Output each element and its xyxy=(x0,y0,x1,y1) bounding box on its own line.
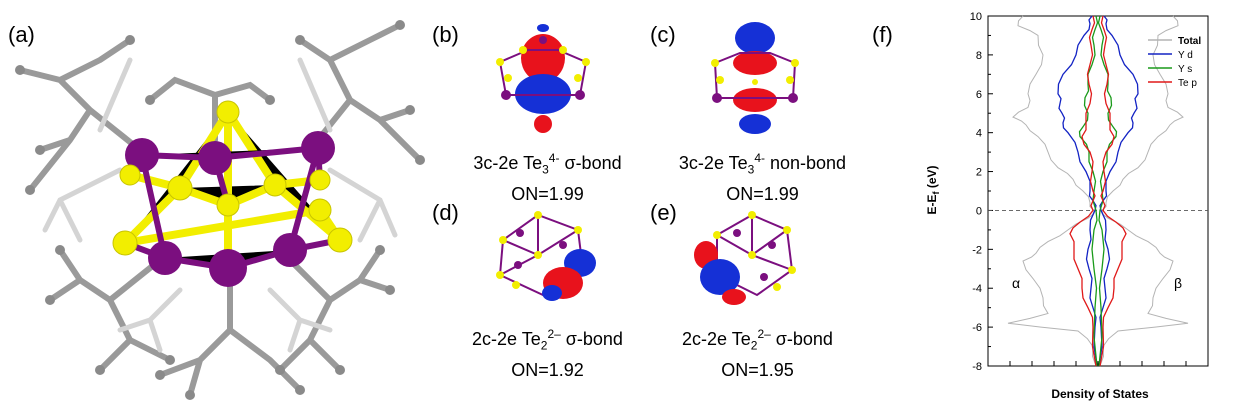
caption-b: 3c-2e Te34- σ-bond ON=1.99 xyxy=(450,146,645,206)
panel-label-d: (d) xyxy=(432,200,459,225)
y-axis-label-unit: (eV) xyxy=(925,165,939,191)
caption-d-on: ON=1.92 xyxy=(511,359,584,380)
caption-e-sub: 2 xyxy=(750,338,758,353)
caption-d-suffix: σ-bond xyxy=(560,329,623,349)
caption-b-sub: 3 xyxy=(542,162,549,177)
orbital-b-image xyxy=(496,24,590,133)
y-axis-label: E-Ef (eV) xyxy=(925,165,941,214)
y-tick-label: -8 xyxy=(972,361,982,373)
series-total-beta xyxy=(1099,15,1189,367)
caption-e-on: ON=1.95 xyxy=(721,359,794,380)
y-tick-label: -4 xyxy=(972,283,982,295)
y-tick-label: 0 xyxy=(976,205,982,217)
caption-c-suffix: non-bond xyxy=(765,153,847,173)
y-axis-label-sub: f xyxy=(931,191,941,195)
legend-label: Y s xyxy=(1178,64,1192,75)
y-tick-label: -2 xyxy=(972,244,982,256)
legend-label: Total xyxy=(1178,36,1201,47)
caption-e: 2c-2e Te22– σ-bond ON=1.95 xyxy=(660,322,855,382)
y-tick-label: 6 xyxy=(976,89,982,101)
caption-c-sub: 3 xyxy=(747,162,755,177)
legend-label: Te p xyxy=(1178,78,1197,89)
tellurium-atoms xyxy=(112,100,353,256)
caption-e-prefix: 2c-2e Te xyxy=(682,329,751,349)
caption-d-sup: 2– xyxy=(547,327,561,341)
y-tick-label: 2 xyxy=(976,167,982,179)
caption-b-sup: 4- xyxy=(548,151,560,165)
caption-d-prefix: 2c-2e Te xyxy=(472,329,541,349)
dos-chart: -8 -6 -4 -2 0 2 4 6 8 10 Density of States E-Ef (… xyxy=(925,11,1209,401)
orbital-d-image xyxy=(496,211,596,301)
caption-c-prefix: 3c-2e Te xyxy=(678,153,748,173)
y-axis-label-main: E-E xyxy=(925,195,939,215)
series-y-d-beta xyxy=(1098,15,1139,367)
plot-frame xyxy=(987,15,1209,367)
panel-label-e: (e) xyxy=(650,200,677,225)
caption-d: 2c-2e Te22– σ-bond ON=1.92 xyxy=(450,322,645,382)
caption-e-suffix: σ-bond xyxy=(770,329,833,349)
chart-series xyxy=(1007,15,1189,367)
chart-axes: -8 -6 -4 -2 0 2 4 6 8 10 xyxy=(970,11,1209,373)
caption-d-sub: 2 xyxy=(540,338,548,353)
series-te-p-alpha xyxy=(1069,15,1097,367)
caption-b-suffix: σ-bond xyxy=(559,153,622,173)
x-axis-label: Density of States xyxy=(1051,387,1149,401)
caption-c-on: ON=1.99 xyxy=(726,183,799,204)
series-y-d-alpha xyxy=(1057,15,1098,367)
caption-c-sup: 4- xyxy=(754,151,765,165)
caption-c: 3c-2e Te34- non-bond ON=1.99 xyxy=(660,146,865,206)
beta-label: β xyxy=(1174,275,1182,291)
y-tick-label: -6 xyxy=(972,322,982,334)
caption-e-sup: 2– xyxy=(757,327,771,341)
caption-b-on: ON=1.99 xyxy=(511,183,584,204)
chart-legend: Total Y d Y s Te p xyxy=(1148,36,1201,89)
y-tick-label: 10 xyxy=(970,11,982,23)
series-y-s-beta xyxy=(1097,15,1118,367)
caption-b-prefix: 3c-2e Te xyxy=(473,153,543,173)
ligand-framework xyxy=(15,20,425,400)
y-tick-label: 4 xyxy=(976,128,982,140)
y-tick-label: 8 xyxy=(976,50,982,62)
molecular-structure-image xyxy=(15,20,425,400)
series-total-alpha xyxy=(1007,15,1097,367)
orbital-e-image xyxy=(694,211,796,305)
yttrium-atoms xyxy=(125,131,335,287)
orbital-c-image xyxy=(711,22,799,134)
panel-label-f: (f) xyxy=(872,22,893,47)
panel-label-c: (c) xyxy=(650,22,676,47)
legend-label: Y d xyxy=(1178,50,1193,61)
series-te-p-beta xyxy=(1099,15,1127,367)
series-y-s-alpha xyxy=(1078,15,1099,367)
panel-label-a: (a) xyxy=(8,22,35,47)
panel-label-b: (b) xyxy=(432,22,459,47)
alpha-label: α xyxy=(1012,275,1020,291)
